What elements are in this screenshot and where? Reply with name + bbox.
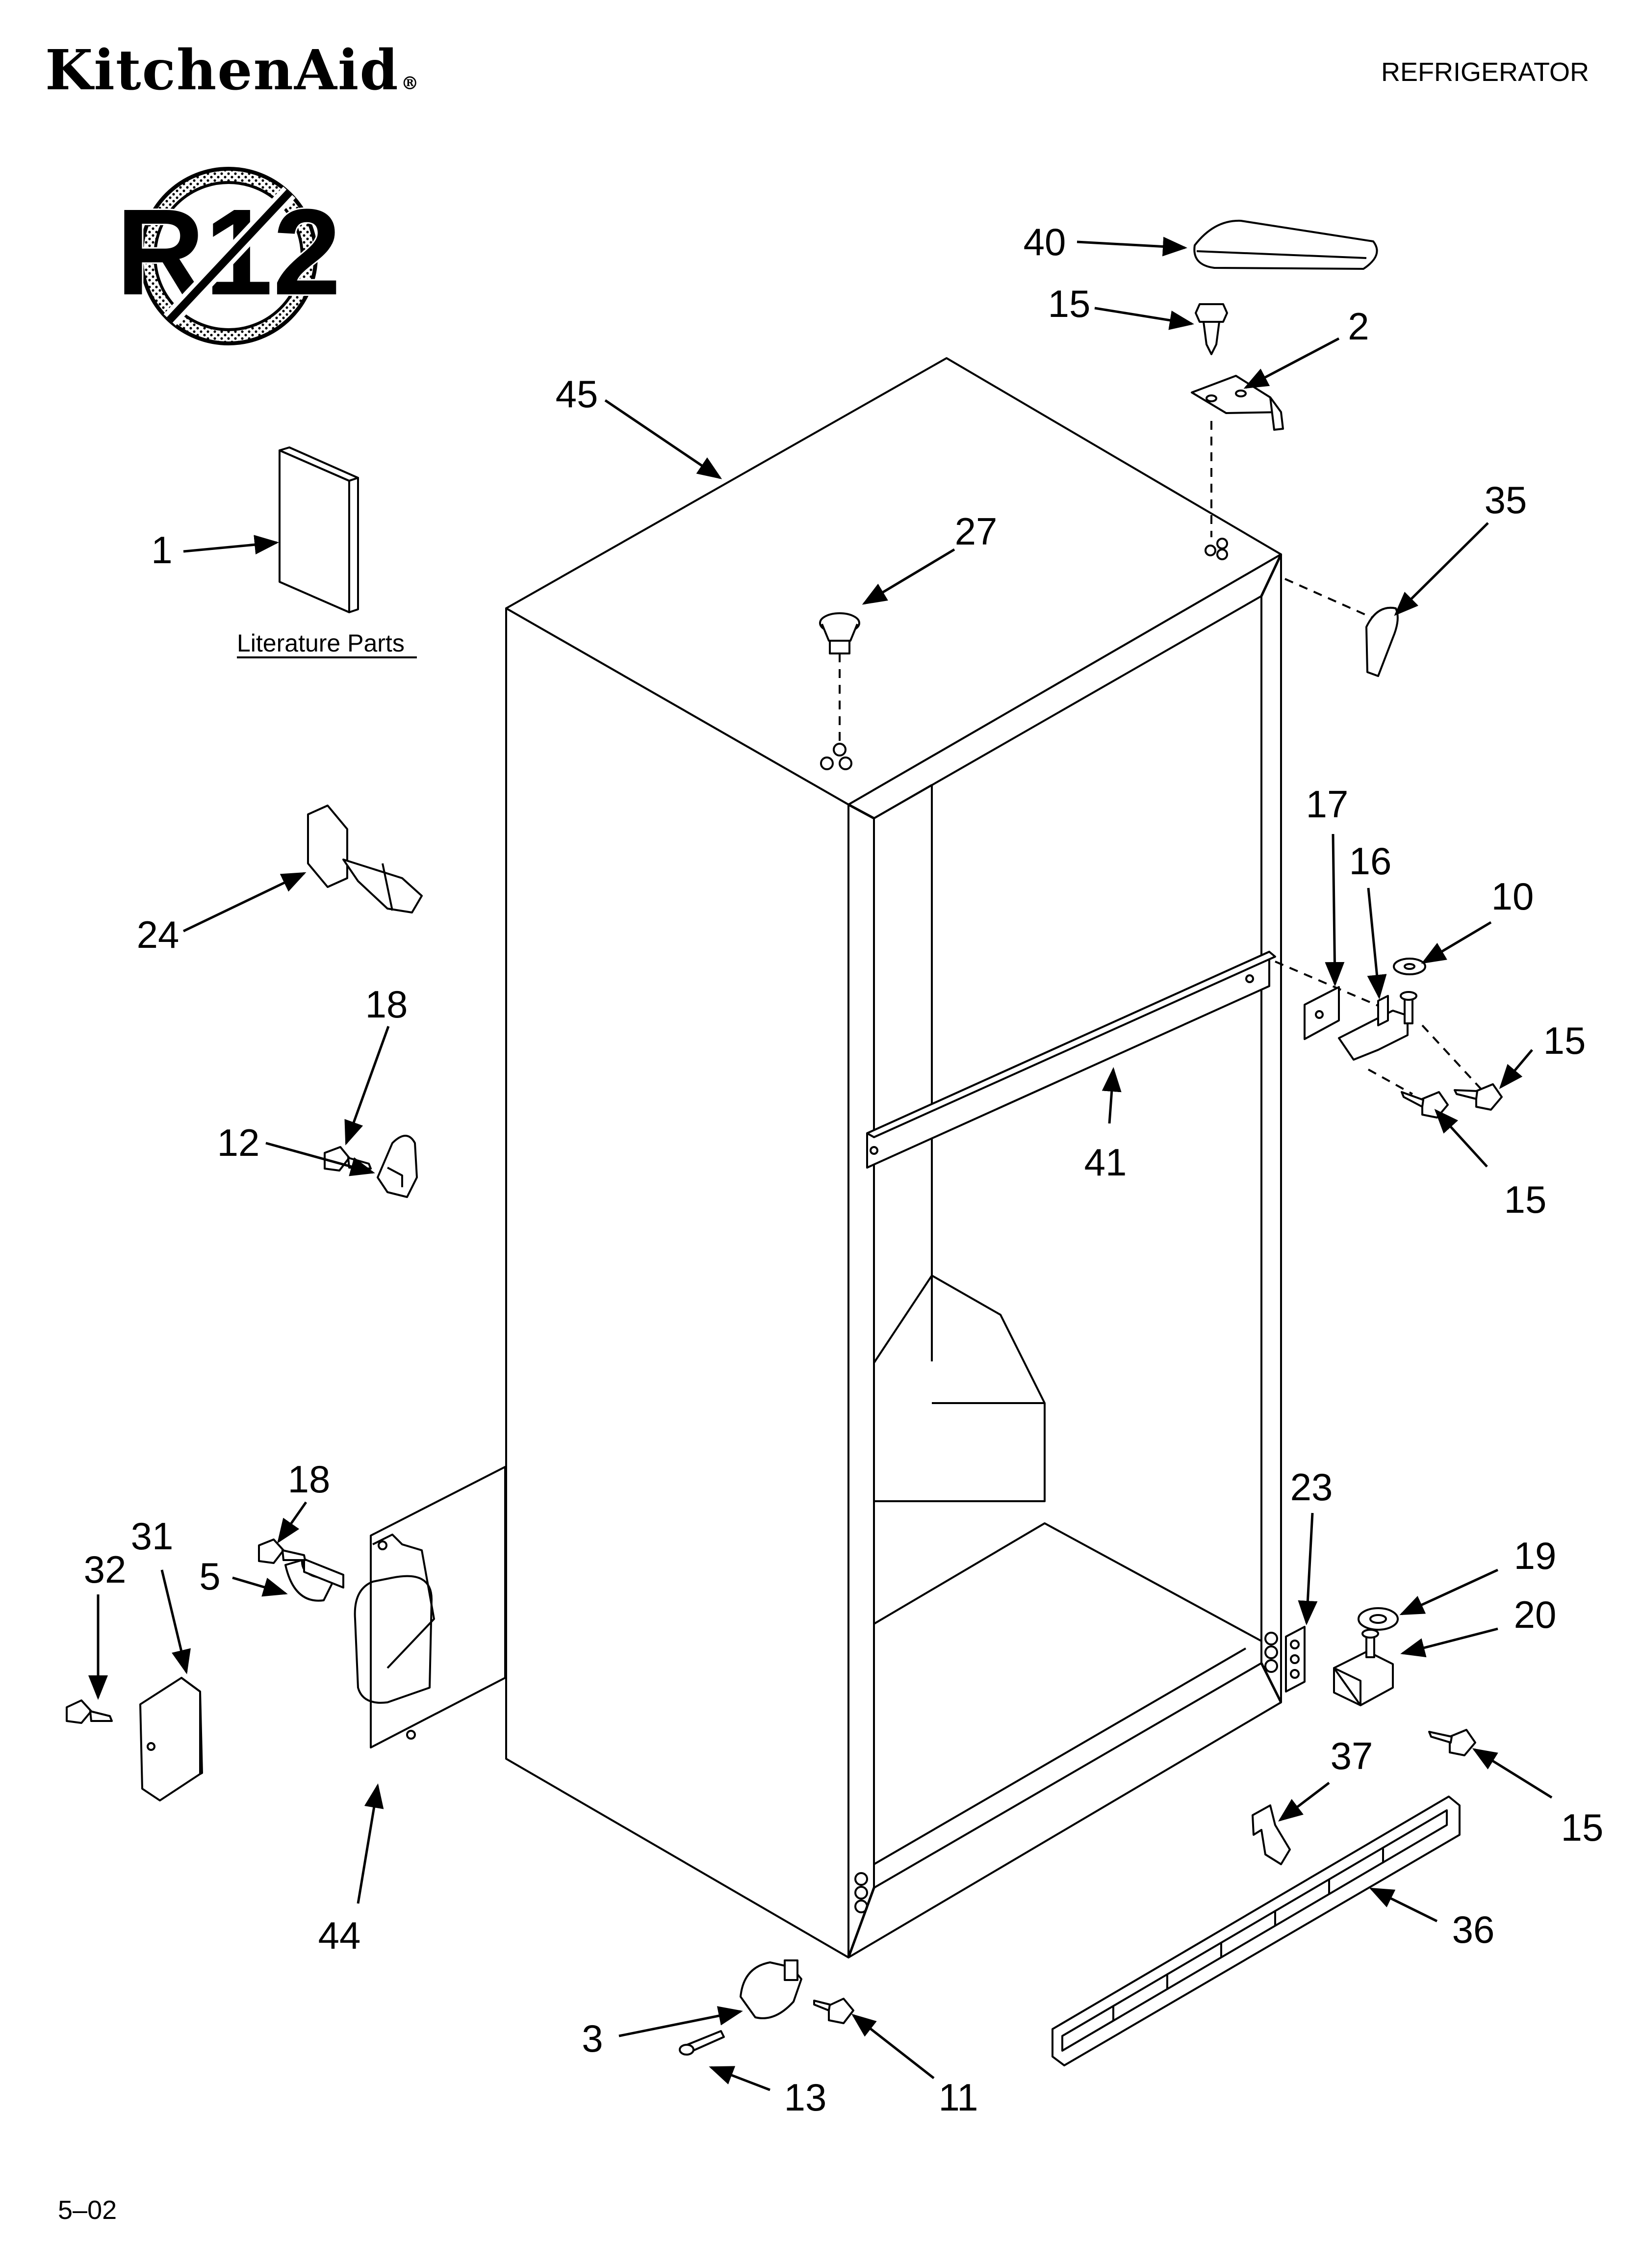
revision-code: 5–02	[58, 2195, 117, 2225]
document-type: REFRIGERATOR	[1381, 57, 1589, 87]
door-stop-part	[307, 805, 423, 913]
callout-32: 32	[84, 1548, 127, 1591]
callout-45: 45	[556, 372, 598, 416]
literature-booklet	[279, 446, 359, 613]
callout-5: 5	[199, 1555, 220, 1598]
bottom-hinge-shim-part	[1285, 1626, 1306, 1693]
callout-16: 16	[1349, 839, 1392, 883]
callout-15: 15	[1504, 1178, 1547, 1221]
screw-part	[258, 1538, 306, 1564]
leveling-bracket-part	[740, 1959, 802, 2019]
top-hinge-part	[1191, 375, 1284, 431]
screw-part	[324, 1146, 372, 1172]
refrigerator-cabinet	[505, 357, 1283, 1958]
callout-19: 19	[1514, 1534, 1557, 1577]
callout-36: 36	[1452, 1908, 1495, 1951]
screw-part	[66, 1699, 113, 1724]
roller-pin-part	[679, 2030, 725, 2056]
callout-41: 41	[1084, 1141, 1127, 1184]
callout-15: 15	[1561, 1806, 1604, 1849]
registered-mark: ®	[401, 73, 420, 94]
callout-40: 40	[1024, 220, 1066, 263]
callout-20: 20	[1514, 1593, 1557, 1636]
no-r12-icon: R12	[115, 167, 342, 345]
washer-part	[1393, 958, 1426, 975]
literature-parts-label: Literature Parts	[237, 629, 405, 657]
alignment-line	[1368, 1069, 1413, 1095]
callout-24: 24	[137, 913, 180, 956]
callout-12: 12	[217, 1121, 260, 1164]
center-hinge-bracket-part	[1304, 986, 1340, 1040]
callout-44: 44	[318, 1914, 361, 1957]
bottom-hinge-part	[1333, 1629, 1394, 1706]
leveling-screw-part	[813, 1998, 854, 2024]
hinge-cap-part	[1365, 606, 1399, 677]
callout-13: 13	[784, 2076, 827, 2119]
callout-1: 1	[151, 528, 172, 572]
callout-2: 2	[1348, 305, 1369, 348]
callout-15: 15	[1543, 1019, 1586, 1062]
screw-part	[1401, 1091, 1449, 1119]
plug-part	[819, 612, 860, 654]
brand-logo: KitchenAid®	[45, 43, 420, 98]
alignment-line	[1421, 1024, 1482, 1090]
washer-part	[1358, 1607, 1399, 1631]
callout-3: 3	[582, 2017, 603, 2060]
callout-17: 17	[1306, 782, 1349, 826]
alignment-line	[1284, 578, 1374, 619]
callout-10: 10	[1491, 875, 1534, 918]
wire-clip-part	[284, 1558, 344, 1602]
divider-rail	[866, 951, 1276, 1169]
grille-clip-part	[1252, 1804, 1291, 1865]
screw-part	[1195, 303, 1228, 355]
callout-35: 35	[1485, 478, 1527, 521]
callout-18: 18	[365, 983, 408, 1026]
callout-37: 37	[1331, 1734, 1373, 1777]
leader-lines	[88, 236, 1553, 2091]
brand-name: KitchenAid	[45, 38, 399, 103]
callout-11: 11	[939, 2076, 978, 2119]
screw-part	[1454, 1083, 1503, 1111]
screw-part	[1428, 1729, 1476, 1756]
callout-31: 31	[131, 1514, 174, 1558]
center-hinge-part	[1338, 991, 1417, 1061]
cabinet-stiffener-part	[354, 1466, 506, 1748]
callout-23: 23	[1290, 1465, 1333, 1509]
callout-numbers: 40 15 2 45 1 27 35 24 17 16 10 15 15 41 …	[84, 220, 1604, 2119]
door-stop-bracket-part	[377, 1135, 418, 1198]
callout-18: 18	[288, 1458, 331, 1501]
hinge-cover-part	[1193, 219, 1378, 270]
callout-27: 27	[955, 510, 998, 553]
cover-panel-part	[139, 1677, 203, 1801]
callout-15: 15	[1048, 282, 1091, 325]
base-grille-part	[1052, 1796, 1461, 2066]
